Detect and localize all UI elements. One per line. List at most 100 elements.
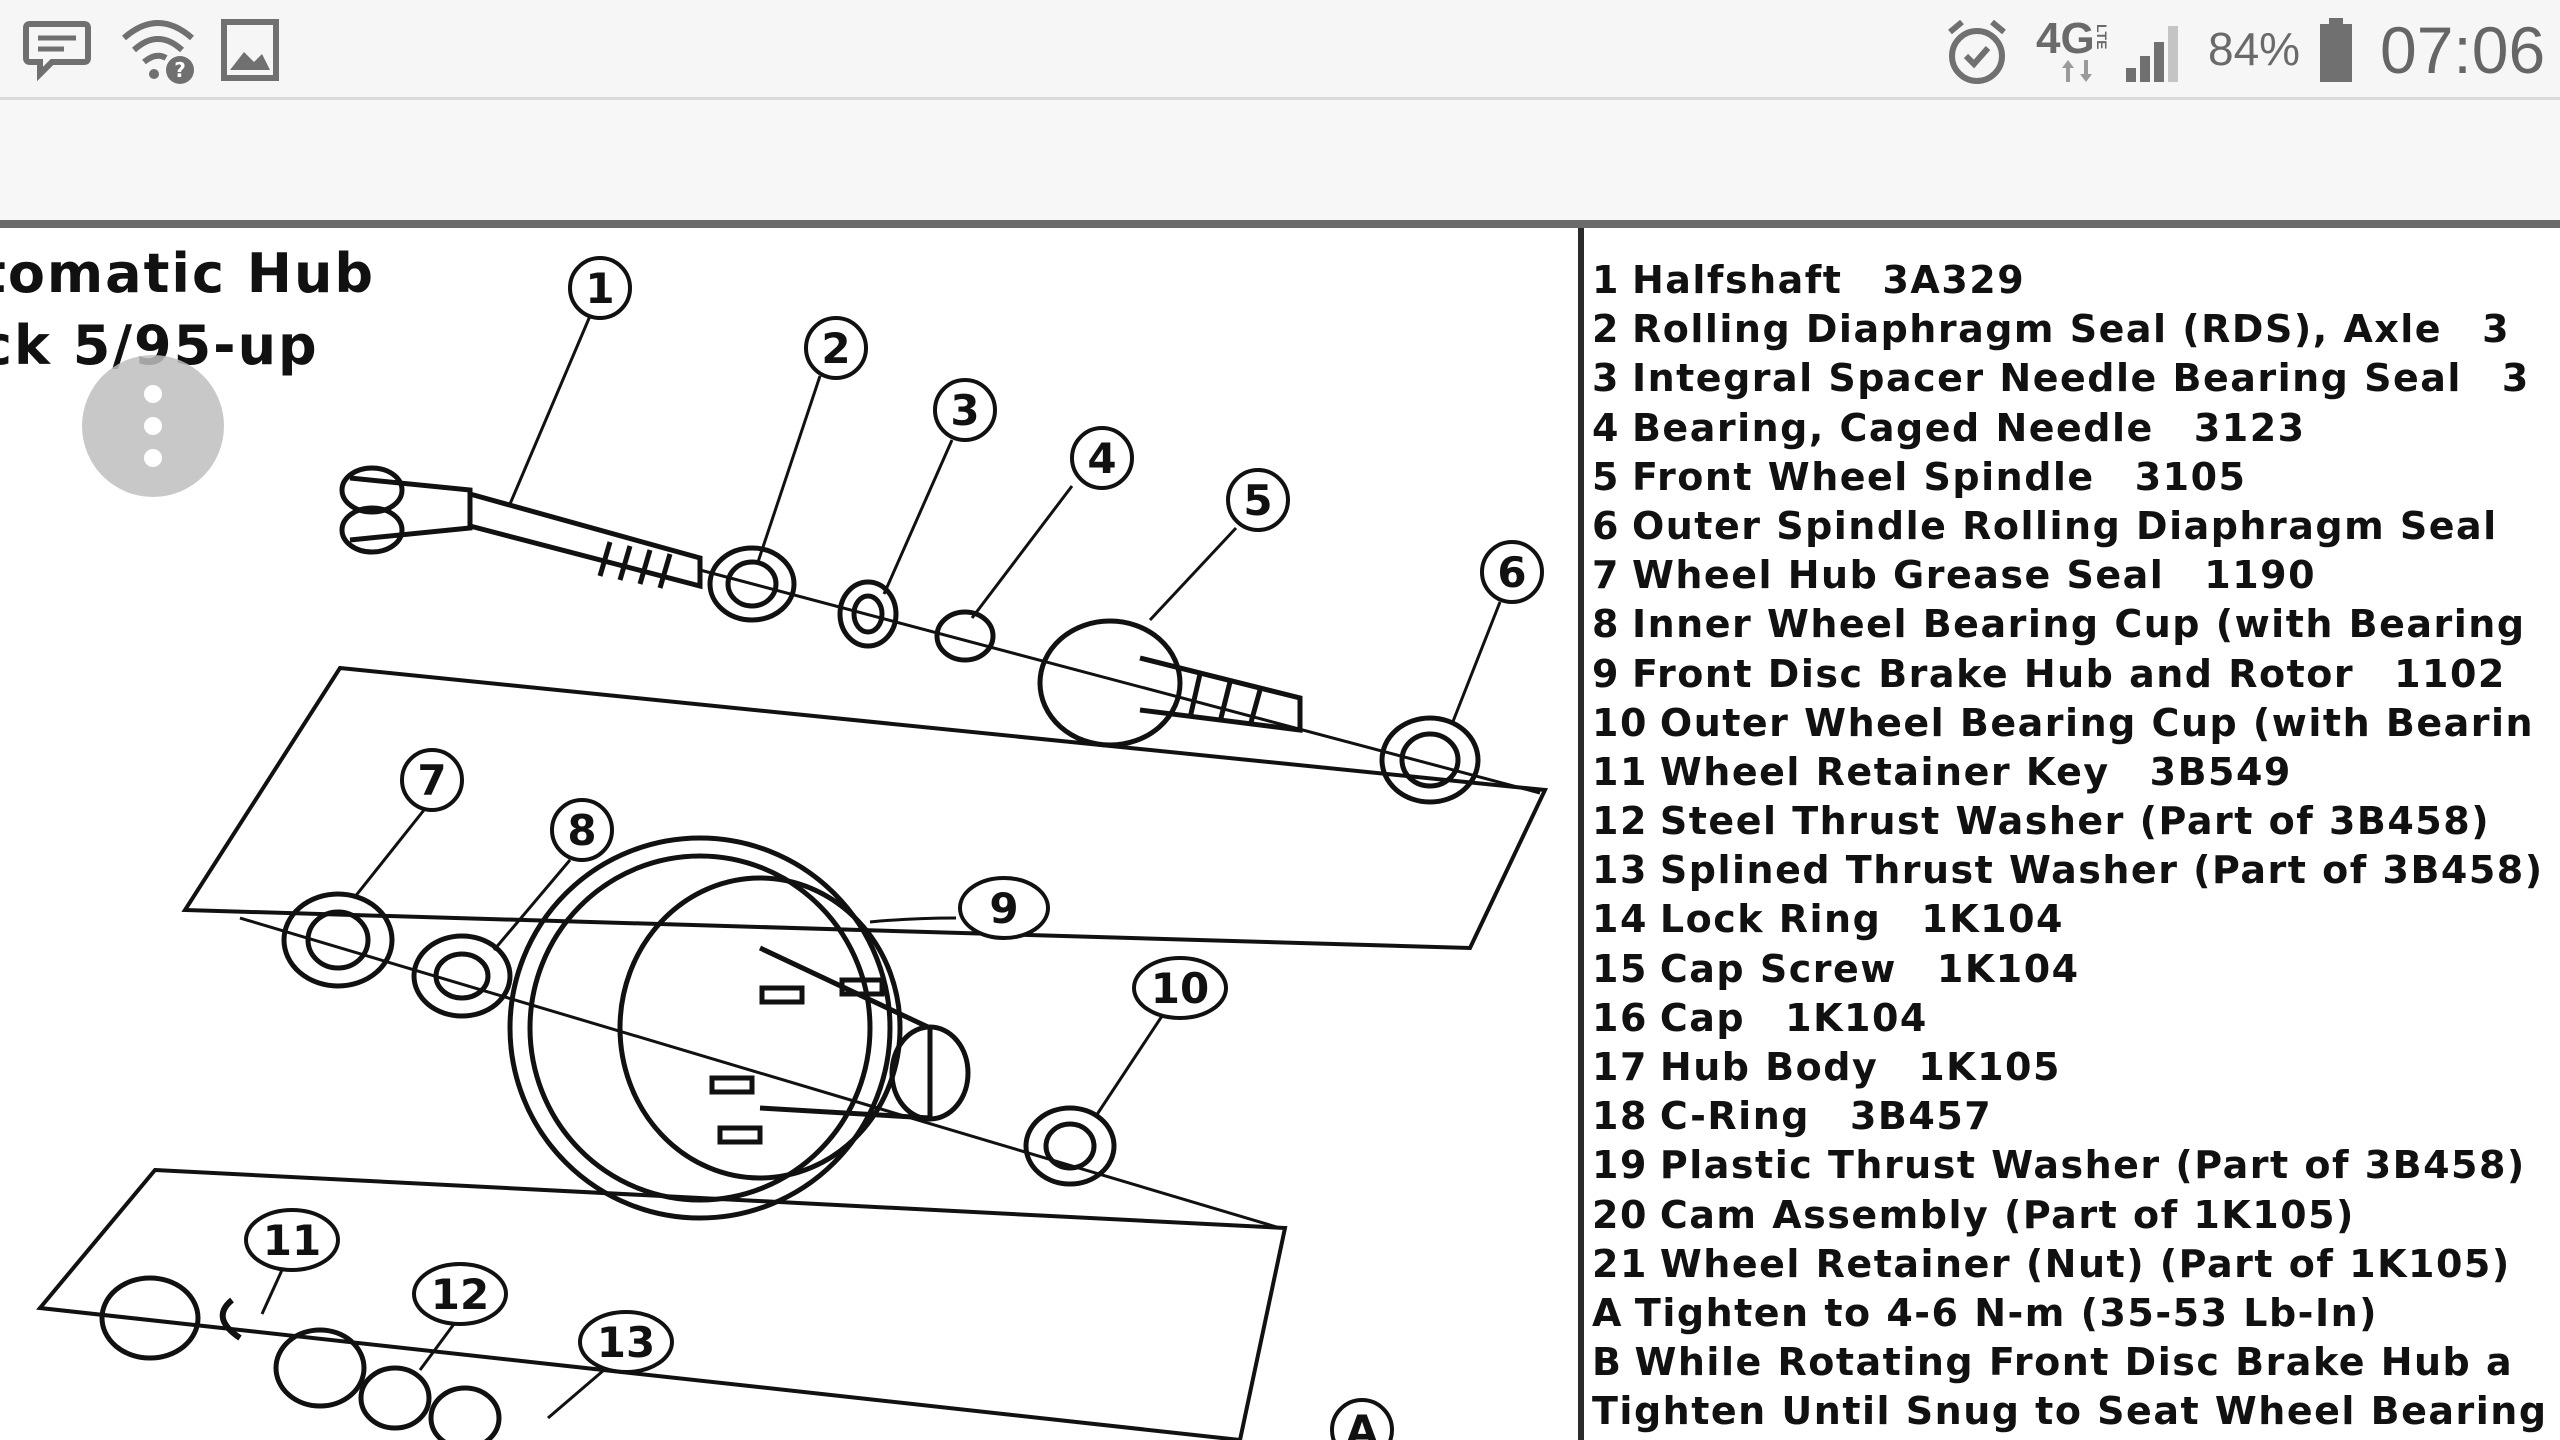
network-type: 4G (2036, 14, 2095, 63)
legend-row-number: 21 (1592, 1241, 1648, 1286)
legend-row-text: Integral Spacer Needle Bearing Seal (1631, 356, 2462, 401)
legend-row-code: 1190 (2204, 553, 2317, 598)
callout-12: 12 (431, 1270, 489, 1319)
legend-row-text: Front Wheel Spindle (1631, 454, 2095, 499)
legend-row-code: 1K104 (1936, 946, 2080, 991)
svg-text:?: ? (174, 58, 186, 82)
legend-row-text: Rolling Diaphragm Seal (RDS), Axle (1631, 307, 2443, 352)
callout-9: 9 (989, 884, 1018, 933)
legend-row-code: 1K104 (1921, 897, 2064, 942)
legend-row-number: 15 (1592, 946, 1648, 991)
legend-row-text: Wheel Retainer Key (1659, 749, 2110, 794)
app-bar (0, 103, 2560, 220)
legend-row-code: 3A329 (1882, 258, 2026, 302)
callout-13: 13 (597, 1318, 655, 1367)
callout-labels: 1 2 3 4 5 6 7 8 9 10 11 12 13 A (263, 264, 1527, 1440)
halfshaft-part (339, 465, 703, 590)
legend-row-number: 11 (1592, 749, 1648, 794)
legend-row-text: Halfshaft (1631, 258, 1843, 302)
legend-row-number: 4 (1592, 405, 1620, 450)
leader-lines (260, 315, 1502, 1420)
legend-row-text: Steel Thrust Washer (Part of 3B458) (1659, 799, 2491, 844)
legend-row-number: 9 (1592, 651, 1620, 696)
legend-row-number: 6 (1592, 503, 1620, 548)
legend-row: Tighten Until Snug to Seat Wheel Bearing (1592, 1387, 2560, 1436)
legend-row-number: 17 (1592, 1045, 1648, 1089)
legend-row-text: Splined Thrust Washer (Part of 3B458) (1659, 848, 2544, 893)
legend-row-code: 3123 (2193, 405, 2306, 450)
data-arrows-icon (2062, 60, 2092, 82)
legend-row-number: 16 (1592, 995, 1648, 1040)
legend-row-number: 7 (1592, 553, 1620, 598)
callout-4: 4 (1087, 434, 1116, 483)
legend-row-text: C-Ring (1659, 1094, 1810, 1139)
legend-row-number: 2 (1592, 307, 1620, 352)
legend-row-text: Wheel Hub Grease Seal (1631, 553, 2165, 598)
panel-divider (1578, 228, 1584, 1440)
diagram-panel: tomatic Hub ck 5/95-up (0, 228, 1578, 1440)
legend-row-text: Wheel Retainer (Nut) (Part of 1K105) (1659, 1241, 2511, 1286)
legend-row-code: 3B457 (1849, 1094, 1993, 1139)
legend-row-code: 1K105 (1918, 1045, 2061, 1089)
legend-row-number: 8 (1592, 602, 1620, 647)
legend-row-number: 20 (1592, 1192, 1648, 1237)
callout-7: 7 (417, 756, 446, 805)
callout-5: 5 (1243, 476, 1272, 525)
legend-row-text: Inner Wheel Bearing Cup (with Bearing (1631, 602, 2526, 647)
legend-row-code: 3105 (2134, 454, 2247, 499)
callout-11: 11 (263, 1216, 321, 1265)
legend-row-text: Bearing, Caged Needle (1631, 405, 2154, 450)
legend-row-text: Tighten Until Snug to Seat Wheel Bearing (1592, 1389, 2548, 1434)
legend-row-number: 3 (1592, 356, 1620, 401)
battery-icon (2320, 18, 2352, 82)
message-icon (23, 21, 91, 82)
alarm-clock-icon (1948, 19, 2006, 84)
status-bar: ? 4G LTE 84% 07:06 (0, 0, 2560, 100)
legend-row-code: 1102 (2394, 651, 2506, 696)
image-viewer[interactable]: tomatic Hub ck 5/95-up (0, 220, 2560, 1440)
legend-row-text: Outer Wheel Bearing Cup (with Bearin (1659, 700, 2535, 745)
battery-percent: 84% (2208, 23, 2301, 75)
legend-row-text: While Rotating Front Disc Brake Hub a (1634, 1340, 2514, 1385)
legend-row-number: 5 (1592, 454, 1620, 499)
legend-row-text: Front Disc Brake Hub and Rotor (1631, 651, 2355, 696)
image-icon (221, 19, 279, 81)
alarm-clock-icon (1210, 14, 1280, 86)
legend-row-number: A (1592, 1290, 1623, 1335)
callout-2: 2 (821, 324, 850, 373)
legend-row-number: 12 (1592, 799, 1648, 844)
legend-row-text: Tighten to 4-6 N-m (35-53 Lb-In) (1634, 1290, 2378, 1335)
diagram-title-line-1: tomatic Hub (0, 242, 376, 305)
legend-row-number: 1 (1592, 258, 1620, 302)
callout-circles (244, 256, 1544, 1440)
more-options-button[interactable] (82, 355, 224, 497)
legend-row-text: Plastic Thrust Washer (Part of 3B458) (1659, 1143, 2526, 1188)
callout-6: 6 (1497, 548, 1526, 597)
legend-row-number: 13 (1592, 848, 1648, 893)
image-top-border (0, 220, 2560, 228)
legend-row-text: Cam Assembly (Part of 1K105) (1659, 1192, 2355, 1237)
callout-10: 10 (1151, 964, 1209, 1013)
legend-row-code: 3B549 (2149, 749, 2292, 794)
